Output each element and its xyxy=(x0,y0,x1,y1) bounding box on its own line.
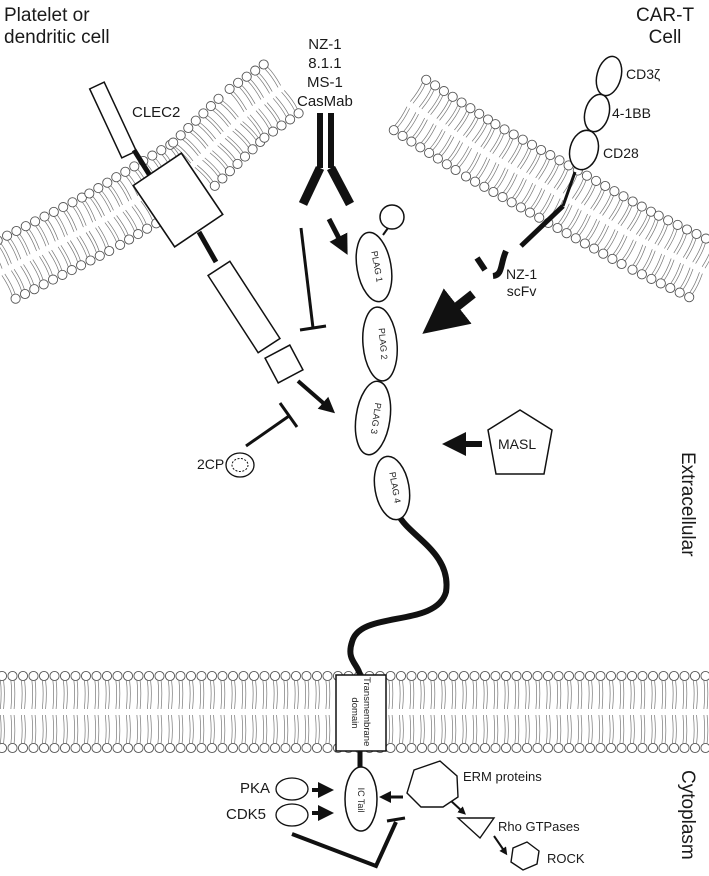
cart-membrane xyxy=(388,74,709,303)
cart-cell-label: CAR-T Cell xyxy=(636,5,695,48)
clec2-label: CLEC2 xyxy=(132,104,181,121)
transmembrane-label: Transmembrane domain xyxy=(349,677,372,749)
podoplanin: PLAG 1 PLAG 2 PLAG 3 PLAG 4 Transmembran… xyxy=(335,204,450,832)
masl-label: MASL xyxy=(498,436,537,452)
2cp-label: 2CP xyxy=(197,456,225,472)
41bb-label: 4-1BB xyxy=(612,105,651,121)
erm-proteins-label: ERM proteins xyxy=(463,769,542,784)
pka-label: PKA xyxy=(240,780,271,797)
cdk5-label: CDK5 xyxy=(226,806,267,823)
platelet-cell-label: Platelet or dendritic cell xyxy=(4,5,110,48)
car-receptor xyxy=(474,55,623,279)
ic-tail xyxy=(344,766,378,832)
cd3z-label: CD3ζ xyxy=(626,66,661,82)
cytoplasm-label: Cytoplasm xyxy=(677,770,698,860)
plag2-label: PLAG 2 xyxy=(377,328,390,360)
erm-heptagon-icon xyxy=(406,760,459,808)
scfv-label: NZ-1 scFv xyxy=(506,266,538,299)
plag3-label: PLAG 3 xyxy=(369,402,383,435)
pka-icon xyxy=(275,777,309,801)
ic-tail-label: IC Tail xyxy=(356,788,366,813)
plag2-domain xyxy=(362,306,398,382)
rho-gtpases-label: Rho GTPases xyxy=(498,819,580,834)
interaction-arrows xyxy=(245,217,508,869)
rock-hexagon-icon xyxy=(510,841,540,871)
plag4-domain xyxy=(373,455,411,521)
plag3-domain xyxy=(354,380,392,456)
rock-label: ROCK xyxy=(547,851,585,866)
rho-gtpase-triangle-icon xyxy=(456,817,496,840)
plag1-domain xyxy=(355,231,393,303)
masl-pentagon-icon xyxy=(487,409,553,475)
cdk5-icon xyxy=(275,803,309,827)
antibody-names: NZ-1 8.1.1 MS-1 CasMab xyxy=(297,36,353,110)
clec2-receptor xyxy=(88,81,304,384)
cd28-label: CD28 xyxy=(603,145,639,161)
transmembrane-domain xyxy=(335,674,387,752)
extracellular-label: Extracellular xyxy=(677,452,698,557)
antibody-icon xyxy=(298,113,354,207)
2cp-molecule-icon xyxy=(225,452,255,478)
